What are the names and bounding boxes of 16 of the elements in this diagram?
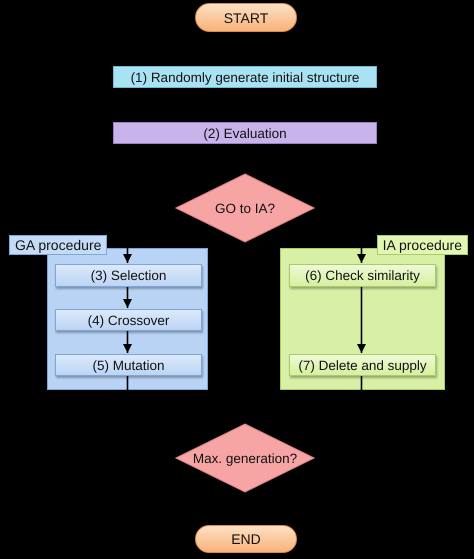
panel-heading: IA procedure xyxy=(376,235,468,255)
decision-diamond: Max. generation? xyxy=(175,423,315,493)
process-box: (5) Mutation xyxy=(55,354,202,376)
terminal-pill: END xyxy=(195,525,297,553)
arrow xyxy=(123,286,132,308)
process-box: (1) Randomly generate initial structure xyxy=(113,66,377,88)
process-box: (3) Selection xyxy=(55,264,202,287)
arrow xyxy=(357,286,366,353)
process-box: (7) Delete and supply xyxy=(289,354,436,376)
process-box: (4) Crossover xyxy=(55,309,202,331)
panel-heading: GA procedure xyxy=(9,235,108,255)
decision-diamond: GO to IA? xyxy=(175,173,315,243)
arrow xyxy=(123,330,132,353)
process-box: (2) Evaluation xyxy=(113,122,377,144)
process-box: (6) Check similarity xyxy=(289,264,436,287)
terminal-pill: START xyxy=(195,3,297,32)
